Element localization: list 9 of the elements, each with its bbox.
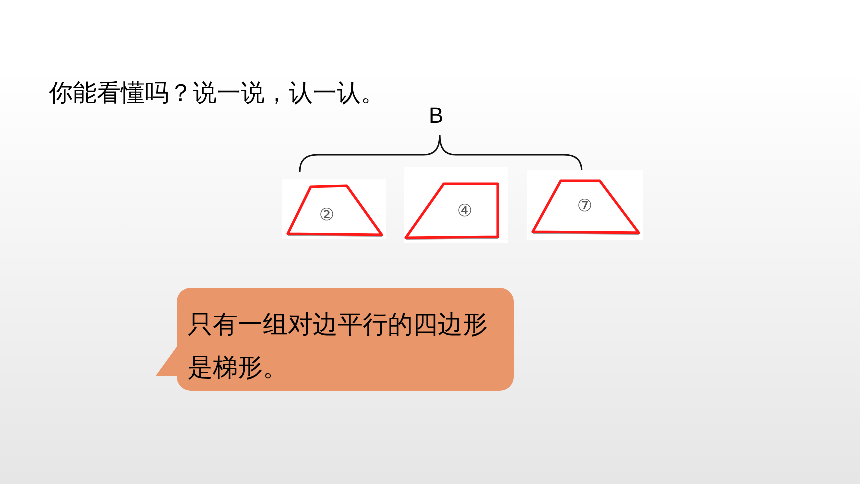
shape-number: ⑦	[577, 198, 593, 216]
bubble-text: 只有一组对边平行的四边形是梯形。	[188, 310, 489, 384]
speech-bubble	[156, 288, 514, 391]
figure-card	[404, 167, 508, 243]
shape-number: ②	[319, 208, 335, 224]
group-label: B	[429, 105, 444, 127]
title-text: 你能看懂吗？说一说，认一认。	[49, 80, 385, 108]
shape-number: ④	[457, 204, 473, 220]
figure-card	[527, 170, 643, 240]
